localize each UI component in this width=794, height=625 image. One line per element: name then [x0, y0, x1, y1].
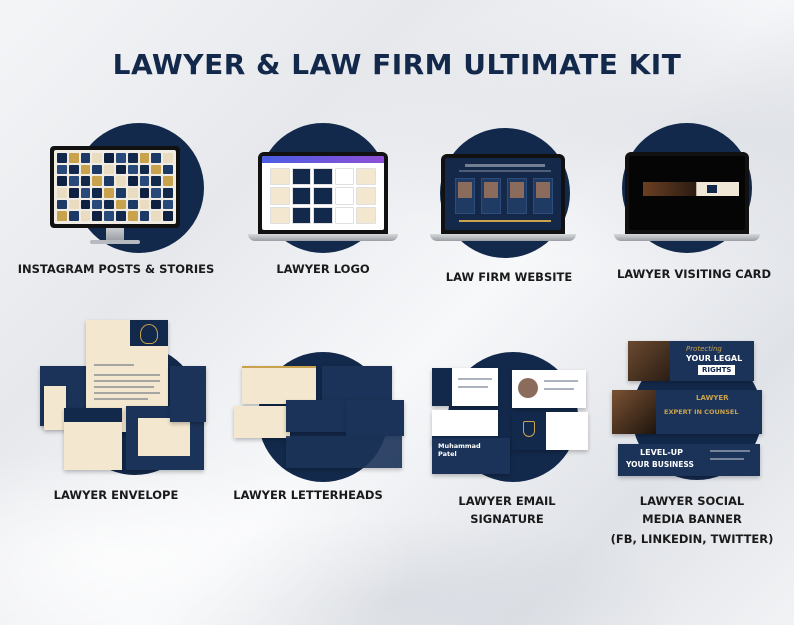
post-thumbnail [116, 153, 126, 163]
logo-thumbnail [334, 187, 355, 205]
post-thumbnail [104, 211, 114, 221]
post-thumbnail [57, 199, 67, 210]
team-card [455, 178, 475, 214]
banner-business: YOUR BUSINESS [626, 460, 694, 469]
logo-thumbnail [313, 168, 333, 186]
banner-protecting: Protecting [686, 345, 722, 353]
post-thumbnail [80, 199, 91, 210]
logo-thumbnail [270, 187, 290, 205]
page-title: LAWYER & LAW FIRM ULTIMATE KIT [112, 48, 682, 81]
post-thumbnail [57, 164, 67, 175]
banner-rights: RIGHTS [698, 365, 736, 375]
post-thumbnail [92, 164, 103, 175]
team-card [481, 178, 501, 214]
post-thumbnail [57, 211, 67, 221]
logo-thumbnail [270, 206, 290, 224]
post-thumbnail [127, 153, 138, 163]
team-card [507, 178, 527, 214]
post-thumbnail [104, 199, 114, 210]
post-thumbnail [80, 188, 91, 198]
post-thumbnail [57, 153, 67, 163]
post-thumbnail [163, 211, 173, 221]
post-thumbnail [127, 188, 138, 198]
post-thumbnail [68, 153, 79, 163]
banner-lawyer: LAWYER [696, 394, 729, 402]
logo-thumbnail [356, 206, 376, 224]
logo-thumbnail [270, 168, 290, 186]
post-thumbnail [163, 199, 173, 210]
post-thumbnail [68, 188, 79, 198]
post-thumbnail [163, 164, 173, 175]
logo-thumbnail [334, 206, 355, 224]
post-thumbnail [116, 176, 126, 186]
post-thumbnail [139, 164, 150, 175]
post-thumbnail [116, 188, 126, 198]
post-thumbnail [163, 188, 173, 198]
post-thumbnail [104, 176, 114, 186]
post-thumbnail [127, 164, 138, 175]
post-thumbnail [163, 153, 173, 163]
email-name-last: Patel [438, 450, 457, 458]
banner-expert: EXPERT IN COUNSEL [664, 408, 739, 416]
post-thumbnail [139, 153, 150, 163]
item-label: LAWYER VISITING CARD [616, 267, 772, 281]
post-thumbnail [92, 188, 103, 198]
logo-thumbnail [291, 168, 312, 186]
banner-level-up: LEVEL-UP [640, 448, 683, 457]
post-thumbnail [139, 199, 150, 210]
post-thumbnail [68, 176, 79, 186]
post-thumbnail [151, 188, 162, 198]
item-label: LAWYER SOCIAL MEDIA BANNER (FB, LINKEDIN… [610, 494, 774, 546]
post-thumbnail [139, 176, 150, 186]
post-thumbnail [68, 199, 79, 210]
logo-thumbnail [356, 187, 376, 205]
item-label: LAWYER LETTERHEADS [233, 488, 383, 502]
post-thumbnail [151, 199, 162, 210]
logo-thumbnail [313, 206, 333, 224]
item-label: INSTAGRAM POSTS & STORIES [17, 262, 215, 276]
post-thumbnail [139, 211, 150, 221]
post-thumbnail [92, 211, 103, 221]
post-thumbnail [127, 176, 138, 186]
post-thumbnail [80, 164, 91, 175]
post-thumbnail [80, 176, 91, 186]
post-thumbnail [68, 211, 79, 221]
logo-thumbnail [313, 187, 333, 205]
post-thumbnail [116, 164, 126, 175]
post-thumbnail [80, 211, 91, 221]
post-thumbnail [92, 199, 103, 210]
post-thumbnail [139, 188, 150, 198]
logo-thumbnail [291, 206, 312, 224]
post-thumbnail [127, 199, 138, 210]
logo-thumbnail [356, 168, 376, 186]
post-thumbnail [127, 211, 138, 221]
post-thumbnail [68, 164, 79, 175]
post-thumbnail [104, 164, 114, 175]
post-thumbnail [80, 153, 91, 163]
post-thumbnail [57, 176, 67, 186]
item-label: LAWYER LOGO [276, 262, 370, 276]
logo-thumbnail [291, 187, 312, 205]
post-thumbnail [104, 188, 114, 198]
email-name-first: Muhammad [438, 442, 481, 450]
logo-thumbnail [334, 168, 355, 186]
post-thumbnail [104, 153, 114, 163]
post-thumbnail [57, 188, 67, 198]
post-thumbnail [151, 153, 162, 163]
post-thumbnail [116, 199, 126, 210]
item-label: LAWYER EMAIL SIGNATURE [458, 494, 556, 526]
post-thumbnail [116, 211, 126, 221]
banner-legal: YOUR LEGAL [686, 354, 743, 363]
post-thumbnail [151, 176, 162, 186]
post-thumbnail [151, 164, 162, 175]
item-label: LAWYER ENVELOPE [53, 488, 179, 502]
post-thumbnail [163, 176, 173, 186]
item-label: LAW FIRM WEBSITE [445, 270, 573, 284]
post-thumbnail [92, 153, 103, 163]
team-card [533, 178, 553, 214]
post-thumbnail [92, 176, 103, 186]
post-thumbnail [151, 211, 162, 221]
